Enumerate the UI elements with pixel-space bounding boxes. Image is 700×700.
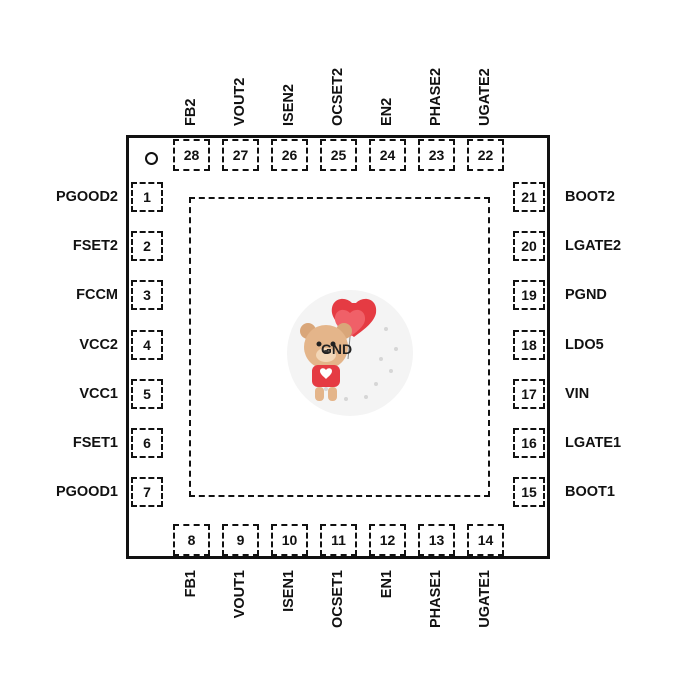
pin-box-left: 2 <box>131 231 163 261</box>
pin-name-left: FSET1 <box>72 435 118 451</box>
pin-number: 25 <box>330 147 347 163</box>
pin-name-top: PHASE2 <box>428 67 444 126</box>
pin-number: 1 <box>143 189 151 205</box>
pin-number: 15 <box>521 484 537 500</box>
pin-box-right: 17 <box>513 379 545 409</box>
pin-name-top: ISEN2 <box>281 84 297 126</box>
pin-box-left: 1 <box>131 182 163 212</box>
pin-box-bottom: 12 <box>369 524 406 556</box>
pin-box-bottom: 8 <box>173 524 210 556</box>
pin-name-left: VCC1 <box>79 386 118 402</box>
pin-number: 17 <box>521 386 537 402</box>
pin-number: 26 <box>281 147 298 163</box>
pin-box-left: 3 <box>131 280 163 310</box>
pin-name-bottom: PHASE1 <box>428 570 444 629</box>
pin-number: 14 <box>477 532 494 548</box>
pin-box-right: 15 <box>513 477 545 507</box>
pin-number: 13 <box>428 532 445 548</box>
pin-name-bottom: OCSET1 <box>330 570 346 629</box>
pin-number: 12 <box>379 532 396 548</box>
pin-name-left: FSET2 <box>72 238 118 254</box>
pin-box-left: 6 <box>131 428 163 458</box>
pin-name-top: UGATE2 <box>477 68 493 126</box>
pin-name-bottom: EN1 <box>379 570 395 599</box>
pin-box-right: 16 <box>513 428 545 458</box>
pin-name-right: LGATE1 <box>565 435 622 451</box>
pin-number: 2 <box>143 238 151 254</box>
pin-name-left: PGOOD1 <box>55 484 118 500</box>
pin-box-right: 19 <box>513 280 545 310</box>
pin-box-right: 20 <box>513 231 545 261</box>
pin-number: 23 <box>428 147 445 163</box>
pin-number: 5 <box>143 386 151 402</box>
pin-name-left: VCC2 <box>79 337 118 353</box>
bear-mascot-watermark <box>287 290 413 416</box>
pin-box-bottom: 9 <box>222 524 259 556</box>
pin-box-top: 25 <box>320 139 357 171</box>
pin-number: 8 <box>187 532 196 548</box>
pin-number: 21 <box>521 189 537 205</box>
pin-name-bottom: ISEN1 <box>281 570 297 612</box>
pin-box-bottom: 10 <box>271 524 308 556</box>
pin1-indicator-circle <box>145 152 158 165</box>
pin-number: 10 <box>281 532 298 548</box>
pin-name-right: BOOT1 <box>565 484 615 500</box>
pin-name-right: LGATE2 <box>565 238 622 254</box>
pin-box-left: 5 <box>131 379 163 409</box>
pin-number: 28 <box>183 147 200 163</box>
pin-box-top: 23 <box>418 139 455 171</box>
pin-number: 18 <box>521 337 537 353</box>
pin-name-right: BOOT2 <box>565 189 615 205</box>
pin-name-right: LDO5 <box>565 337 604 353</box>
pin-number: 4 <box>143 337 151 353</box>
pin-box-left: 7 <box>131 477 163 507</box>
pin-name-left: FCCM <box>76 287 118 303</box>
pin-number: 19 <box>521 287 537 303</box>
pin-box-right: 21 <box>513 182 545 212</box>
pin-box-top: 26 <box>271 139 308 171</box>
pin-number: 27 <box>232 147 249 163</box>
exposed-pad-label: GND <box>321 341 353 357</box>
pin-number: 6 <box>143 435 151 451</box>
pin-number: 9 <box>236 532 245 548</box>
pin-name-top: FB2 <box>183 98 199 126</box>
pin-name-bottom: UGATE1 <box>477 570 493 628</box>
pin-box-right: 18 <box>513 330 545 360</box>
pin-box-left: 4 <box>131 330 163 360</box>
pin-box-top: 22 <box>467 139 504 171</box>
pin-name-bottom: FB1 <box>183 570 199 598</box>
pin-box-bottom: 14 <box>467 524 504 556</box>
pin-name-top: EN2 <box>379 97 395 126</box>
pin-number: 11 <box>331 532 346 548</box>
pin-name-top: VOUT2 <box>232 77 248 126</box>
pin-number: 20 <box>521 238 537 254</box>
pin-box-bottom: 13 <box>418 524 455 556</box>
pin-name-left: PGOOD2 <box>55 189 118 205</box>
pin-box-top: 27 <box>222 139 259 171</box>
pin-number: 3 <box>143 287 151 303</box>
pin-box-bottom: 11 <box>320 524 357 556</box>
pin-name-bottom: VOUT1 <box>232 570 248 619</box>
pin-number: 24 <box>379 147 396 163</box>
pin-name-top: OCSET2 <box>330 67 346 126</box>
pin-box-top: 24 <box>369 139 406 171</box>
pin-number: 7 <box>143 484 151 500</box>
exposed-pad <box>189 197 490 497</box>
pin-box-top: 28 <box>173 139 210 171</box>
pin-number: 16 <box>521 435 537 451</box>
pin-number: 22 <box>477 147 494 163</box>
pin-name-right: VIN <box>565 386 590 402</box>
pin-name-right: PGND <box>565 287 607 303</box>
